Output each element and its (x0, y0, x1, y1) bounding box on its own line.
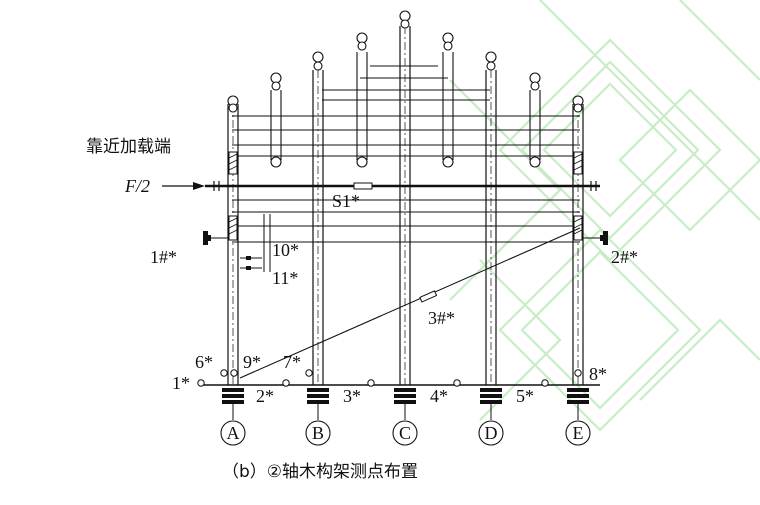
watermark (449, 0, 760, 432)
point-3-label: 3* (343, 386, 361, 406)
point-4-label: 4* (430, 386, 448, 406)
point-5-label: 5* (516, 386, 534, 406)
point-9-label: 9* (243, 352, 261, 372)
point-2-label: 2* (256, 386, 274, 406)
axis-b-label: B (312, 423, 324, 443)
point-6-label: 6* (195, 352, 213, 372)
axis-d-label: D (485, 423, 498, 443)
point-10-label: 10* (272, 240, 299, 260)
force-label: F/2 (124, 176, 150, 196)
frame-structure (162, 10, 608, 446)
point-7-label: 7* (283, 352, 301, 372)
sensor-1-label: 1#* (150, 247, 177, 267)
point-1-label: 1* (172, 373, 190, 393)
figure-caption: （b）②轴木构架测点布置 (222, 462, 418, 482)
point-11-label: 11* (272, 268, 298, 288)
near-load-end-label: 靠近加载端 (86, 137, 171, 157)
axis-c-label: C (399, 423, 411, 443)
point-8-label: 8* (589, 364, 607, 384)
axis-a-label: A (227, 423, 240, 443)
sensor-3-label: 3#* (428, 308, 455, 328)
labels: 靠近加载端 F/2 S1* 1#* 2#* 3#* 10* 11* 6* 9* … (86, 137, 638, 482)
sensor-2-label: 2#* (611, 247, 638, 267)
axis-e-label: E (573, 423, 584, 443)
strain-gauge-label: S1* (332, 191, 360, 211)
